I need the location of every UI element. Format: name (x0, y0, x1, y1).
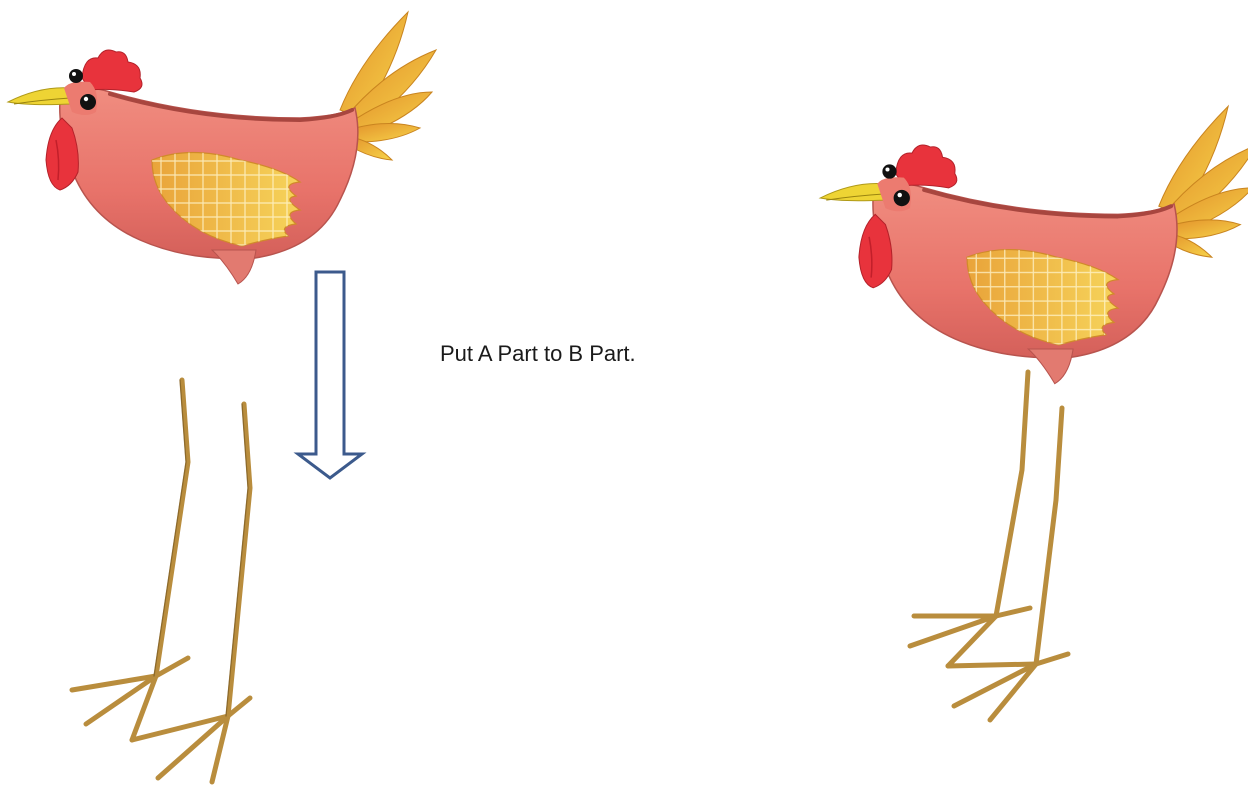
chicken-body-icon (8, 12, 436, 284)
chicken-legs-icon (72, 380, 250, 782)
assembled-chicken-icon (820, 106, 1248, 720)
down-arrow-icon (298, 272, 362, 478)
instruction-text: Put A Part to B Part. (440, 341, 636, 367)
